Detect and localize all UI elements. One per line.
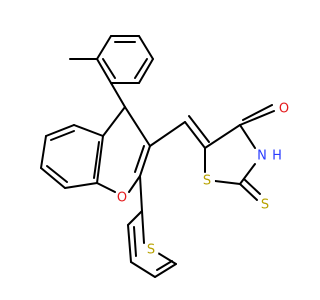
bond-double (156, 260, 173, 271)
bond (127, 210, 143, 226)
bond (214, 180, 241, 185)
bond (40, 135, 47, 169)
bond (139, 175, 143, 212)
svg-text:N: N (257, 149, 267, 164)
bond-double (46, 165, 68, 183)
atom-N: N (254, 148, 270, 164)
atom-S-thione: S (257, 197, 273, 213)
bond (96, 182, 116, 193)
bond (138, 35, 154, 60)
atom-H: H (270, 149, 284, 164)
svg-text:S: S (203, 174, 211, 189)
bond (184, 121, 206, 149)
bond (130, 261, 156, 278)
svg-text:O: O (279, 102, 289, 117)
bond (239, 163, 256, 185)
bond (239, 124, 256, 149)
bond-double (50, 130, 75, 141)
bond (204, 124, 241, 149)
bond (128, 175, 141, 193)
atom-S-thiazolidine: S (199, 173, 215, 189)
bond-double (242, 104, 273, 121)
atom-S-thiophene: S (143, 242, 159, 258)
svg-text:O: O (117, 191, 127, 206)
bond (154, 263, 177, 278)
bond (73, 124, 104, 137)
bond-double (134, 145, 145, 173)
bond (239, 183, 258, 201)
bond (64, 182, 98, 189)
svg-text:S: S (147, 243, 155, 258)
bond (96, 58, 112, 84)
atom-O-carbonyl: O (276, 101, 292, 117)
bond (40, 167, 66, 189)
bond (149, 121, 186, 147)
bond (138, 58, 154, 84)
bond (110, 82, 126, 108)
molecule-structure: O S S S N H O (40, 35, 292, 278)
bond (239, 110, 275, 126)
bond-double (243, 178, 261, 195)
bond (127, 224, 132, 263)
bond (45, 124, 75, 137)
bond (157, 252, 177, 265)
bond (96, 135, 104, 184)
svg-text:S: S (261, 198, 269, 213)
bond-double (102, 58, 116, 79)
svg-text:H: H (272, 149, 282, 164)
bond (141, 210, 145, 244)
bond-layer (40, 35, 275, 278)
bond (124, 106, 151, 147)
bond (139, 145, 151, 177)
bond-double (134, 58, 148, 79)
bond-double (133, 226, 137, 257)
bond (102, 106, 126, 137)
atom-O1: O (114, 190, 130, 206)
bond-double (93, 141, 100, 179)
bond (96, 35, 112, 60)
bond-double (188, 115, 210, 143)
